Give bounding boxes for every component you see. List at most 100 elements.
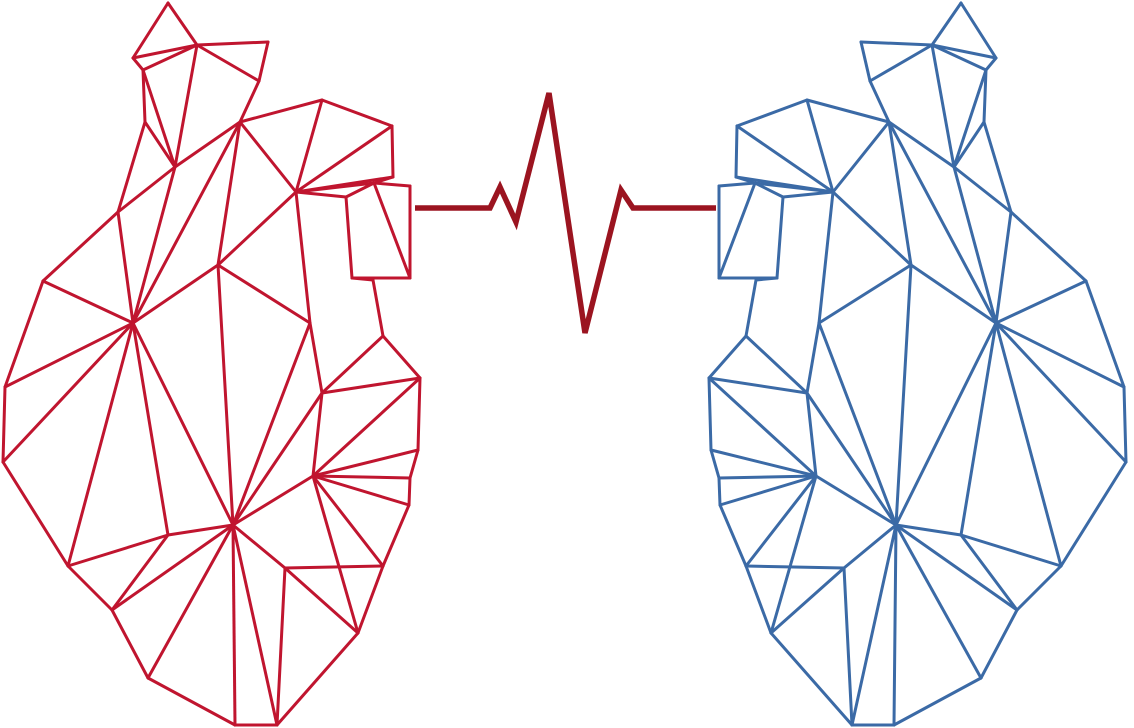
heart-edge — [110, 533, 170, 612]
heart-edge — [216, 263, 312, 325]
heart-edge — [952, 165, 1013, 214]
heart-edge — [744, 334, 809, 395]
heart-edge — [257, 40, 270, 83]
heart-edge — [781, 190, 835, 199]
heart-edge — [308, 321, 324, 395]
heart-edge — [994, 279, 1088, 325]
heart-edge — [294, 98, 324, 194]
heart-edge — [231, 321, 312, 527]
heart-edge — [381, 503, 411, 568]
heart-edge — [372, 181, 412, 188]
heart-edge — [3, 279, 45, 389]
heart-edge — [1059, 460, 1128, 568]
heart-edge — [930, 43, 998, 60]
heart-edge — [994, 210, 1013, 325]
heart-edge — [320, 334, 385, 395]
heart-edge — [283, 564, 385, 570]
heart-edge — [1084, 279, 1126, 389]
heart-edge — [311, 474, 385, 568]
heart-edge — [718, 503, 748, 568]
heart-edge — [116, 210, 135, 325]
heart-edge — [131, 321, 235, 527]
heart-edge — [294, 190, 348, 199]
heart-edge — [887, 120, 998, 325]
heart-edge — [959, 533, 1019, 612]
heart-edge — [231, 391, 324, 527]
heart-edge — [817, 321, 898, 527]
heart-edge — [166, 1, 199, 47]
heart-edge — [238, 98, 324, 124]
heart-edge — [842, 566, 854, 727]
heart-edge — [311, 474, 360, 635]
heart-edge — [41, 210, 120, 283]
heart-edge — [320, 376, 422, 395]
heart-edge — [959, 1, 998, 60]
heart-edge — [894, 263, 913, 527]
heart-edge — [146, 523, 235, 680]
heart-edge — [707, 376, 818, 478]
heart-edge — [116, 120, 147, 214]
heart-edge — [146, 676, 237, 727]
heartbeat-pulse-icon — [415, 92, 716, 334]
heart-edge — [143, 120, 177, 169]
heart-edge — [868, 43, 934, 83]
heart-edge — [831, 120, 891, 194]
heart-edge — [952, 120, 986, 169]
heart-edge — [959, 533, 1063, 568]
heart-edge — [320, 98, 394, 128]
heart-edge — [887, 120, 956, 169]
heart-edge — [238, 79, 261, 124]
heart-edge — [1015, 564, 1063, 612]
heart-edge — [709, 448, 818, 478]
heart-edge — [238, 120, 298, 194]
heart-edge — [166, 523, 235, 537]
heart-edge — [407, 476, 412, 507]
heart-edge — [909, 263, 998, 325]
heart-edge — [131, 120, 242, 325]
heart-edge — [859, 40, 872, 83]
heart-edge — [131, 165, 177, 325]
heart-edge — [66, 564, 114, 612]
heart-edge — [775, 195, 785, 280]
heart-edge — [216, 190, 298, 267]
heart-edge — [892, 676, 983, 727]
heart-edge — [294, 181, 376, 194]
heart-edge — [408, 448, 420, 480]
heart-edge — [717, 181, 757, 280]
heart-edge — [283, 566, 360, 635]
heart-edge — [894, 523, 983, 680]
heart-edge — [769, 631, 854, 727]
heart-edge — [769, 566, 846, 635]
heart-edge — [66, 533, 170, 568]
heart-edge — [344, 195, 354, 280]
heart-edge — [131, 43, 199, 60]
heart-edge — [1, 321, 135, 464]
heart-edge — [311, 376, 422, 478]
heart-edge — [952, 68, 988, 169]
heart-edge — [753, 181, 835, 194]
heart-edge — [390, 124, 395, 179]
heart-edge — [994, 321, 1126, 389]
heart-edge — [717, 474, 818, 480]
heart-edge — [141, 43, 199, 72]
heart-edge — [131, 321, 170, 537]
heart-edge — [110, 523, 235, 612]
heart-edge — [131, 263, 220, 325]
heart-edge — [859, 40, 934, 47]
heart-edge — [892, 523, 898, 727]
heart-edge — [744, 278, 758, 338]
heart-edge — [371, 278, 385, 338]
heart-edge — [805, 391, 898, 527]
heart-edge — [294, 190, 312, 325]
heart-edge — [930, 43, 988, 72]
heart-edge — [173, 43, 199, 169]
heart-edge — [195, 43, 261, 83]
heart-edge — [718, 474, 818, 507]
heart-edge — [707, 334, 748, 380]
heart-edge — [707, 376, 809, 395]
heart-edge — [887, 120, 913, 267]
heart-edge — [850, 523, 898, 727]
heart-edge — [754, 276, 779, 282]
